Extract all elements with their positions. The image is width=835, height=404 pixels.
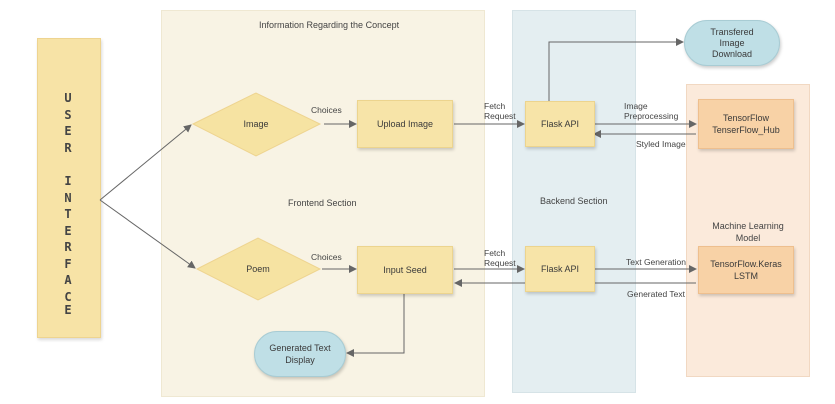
ml-label-line2: Model (735, 233, 761, 243)
poem-choice: Poem (246, 264, 270, 274)
ui-letter: C (64, 290, 72, 304)
fetch-bottom-line1: Fetch (484, 248, 506, 258)
transfered-line3: Download (711, 48, 753, 59)
ui-letter: F (64, 257, 72, 271)
keras-line2: LSTM (733, 271, 758, 281)
ui-letter: N (64, 191, 72, 205)
generated-text-display: Generated Text Display (254, 331, 346, 377)
image-choice: Image (243, 119, 269, 129)
generated-line1: Generated Text (269, 343, 331, 353)
ui-letter: A (64, 273, 72, 287)
flask-api-bottom: Flask API (525, 246, 595, 292)
keras-line1: TensorFlow.Keras (710, 259, 782, 269)
fetch-top-line2: Request (484, 111, 516, 121)
fetch-top-label: Fetch Request (484, 101, 516, 121)
user-interface-bar (37, 38, 101, 338)
image-preprocessing-label: Image Preprocessing (624, 101, 678, 121)
fetch-bottom-line2: Request (484, 258, 516, 268)
generated-text-label: Generated Text (627, 289, 685, 299)
ui-letter: R (64, 240, 72, 254)
ml-label-line1: Machine Learning (712, 221, 784, 231)
ui-letter: E (64, 224, 72, 238)
ui-letter: S (64, 108, 72, 122)
tfhub-line2: TenserFlow_Hub (712, 125, 780, 135)
frontend-title: Information Regarding the Concept (259, 20, 400, 30)
image-pre-line2: Preprocessing (624, 111, 679, 121)
upload-image-box: Upload Image (357, 100, 453, 148)
ui-letter: R (64, 141, 72, 155)
ml-label: Machine Learning Model (700, 220, 796, 244)
tensorflow-hub-box: TensorFlow TenserFlow_Hub (698, 99, 794, 149)
text-generation-label: Text Generation (626, 257, 687, 267)
styled-image-label: Styled Image (636, 139, 686, 149)
image-diamond (191, 92, 322, 157)
tfhub-line1: TensorFlow (722, 113, 769, 123)
transfered-line1: Transfered (710, 26, 754, 37)
ui-letter: T (64, 207, 72, 221)
backend-section (512, 10, 636, 393)
poem-diamond (195, 237, 322, 301)
image-pre-line1: Image (624, 101, 648, 111)
choices-top-label: Choices (311, 105, 342, 115)
keras-lstm-box: TensorFlow.Keras LSTM (698, 246, 794, 294)
backend-label: Backend Section (540, 196, 608, 206)
fetch-top-line1: Fetch (484, 101, 506, 111)
transfered-line2: Image (719, 37, 745, 48)
choices-bottom-label: Choices (311, 252, 342, 262)
generated-line2: Display (285, 355, 315, 365)
frontend-label: Frontend Section (288, 198, 357, 208)
transfered-image-download: Transfered Image Download (684, 20, 780, 66)
ui-letter: I (64, 174, 72, 188)
ui-letter: E (64, 303, 72, 317)
ui-letter: U (64, 91, 72, 105)
flask-api-top: Flask API (525, 101, 595, 147)
ui-letter: E (64, 124, 72, 138)
input-seed-box: Input Seed (357, 246, 453, 294)
fetch-bottom-label: Fetch Request (484, 248, 516, 268)
